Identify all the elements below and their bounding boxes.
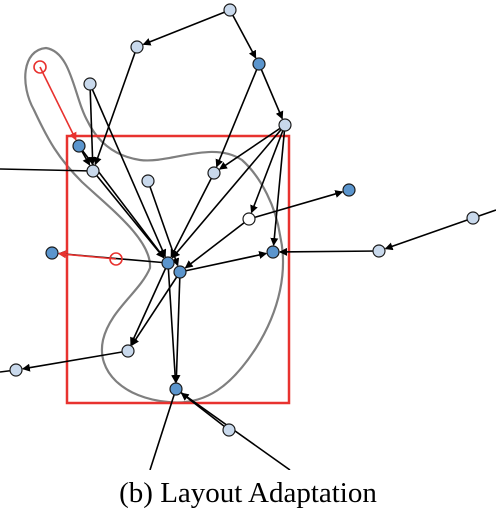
graph-node [466, 211, 480, 225]
graph-edge [270, 124, 286, 247]
graph-edge [248, 190, 344, 220]
graph-node [45, 246, 59, 260]
ghost-node [33, 60, 47, 74]
graph-node [121, 344, 135, 358]
graph-node [86, 164, 100, 178]
graph-edge-stub [149, 388, 177, 470]
selection-rectangle [65, 134, 291, 405]
graph-edge [184, 218, 250, 269]
graph-node [342, 183, 356, 197]
graph-edge [258, 63, 284, 120]
graph-node [252, 57, 266, 71]
graph-node [266, 245, 280, 259]
graph-node [278, 118, 292, 132]
graph-edge [142, 9, 231, 46]
graph-edge [179, 251, 268, 273]
graph-edge [21, 350, 129, 372]
graph-edge [278, 247, 380, 256]
graph-edge [229, 9, 257, 59]
graph-edge [93, 46, 138, 166]
graph-edge [92, 170, 165, 259]
graph-figure [0, 3, 496, 470]
graph-node [169, 382, 183, 396]
graph-edge [78, 145, 165, 259]
figure-caption: (b) Layout Adaptation [119, 477, 377, 509]
edge-layer [0, 9, 496, 470]
graph-edge [130, 262, 169, 346]
graph-node [161, 256, 175, 270]
ghost-node [109, 252, 123, 266]
graph-edge [384, 217, 474, 251]
graph-edge [88, 83, 97, 166]
graph-edge [170, 172, 215, 258]
graph-edge [218, 124, 286, 170]
graph-node [207, 166, 221, 180]
highlight-edge [39, 66, 77, 141]
node-layer [9, 3, 480, 437]
graph-node [9, 363, 23, 377]
graph-node [242, 212, 256, 226]
graph-edge [167, 262, 180, 384]
graph-edge-stub [0, 168, 94, 172]
graph-node [222, 423, 236, 437]
graph-node [173, 265, 187, 279]
graph-node [141, 174, 155, 188]
graph-node [83, 77, 97, 91]
graph-edge [89, 83, 167, 258]
graph-node [72, 139, 86, 153]
graph-edge [172, 271, 181, 384]
graph-edge [131, 271, 181, 346]
highlight-edge [57, 250, 117, 260]
graph-node [130, 40, 144, 54]
graph-node [223, 3, 237, 17]
graph-node [372, 244, 386, 258]
graph-edge [171, 124, 286, 259]
lasso-outline [24, 46, 285, 404]
graph-edge [215, 63, 260, 168]
graph-edge [250, 124, 286, 214]
